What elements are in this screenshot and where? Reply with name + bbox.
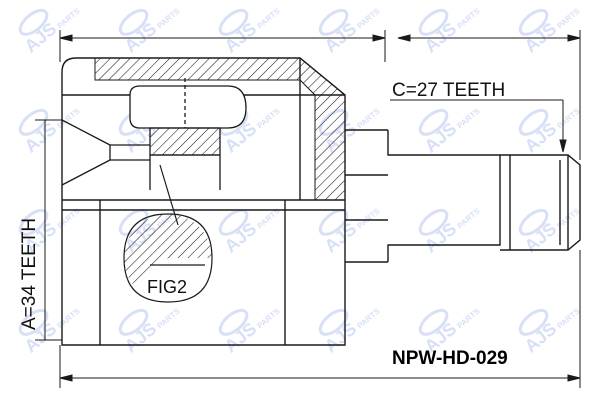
output-shaft (345, 129, 581, 263)
svg-text:AJS: AJS (421, 19, 461, 57)
svg-text:AJS: AJS (321, 319, 361, 357)
svg-text:PARTS: PARTS (555, 306, 582, 330)
svg-text:PARTS: PARTS (355, 6, 382, 30)
svg-text:AJS: AJS (21, 119, 61, 157)
svg-text:PARTS: PARTS (455, 6, 482, 30)
svg-text:PARTS: PARTS (55, 306, 82, 330)
svg-text:PARTS: PARTS (55, 6, 82, 30)
svg-text:AJS: AJS (221, 219, 261, 257)
svg-text:PARTS: PARTS (455, 206, 482, 230)
svg-text:AJS: AJS (221, 19, 261, 57)
inner-ball-cage (129, 78, 247, 190)
svg-text:AJS: AJS (421, 219, 461, 257)
svg-text:AJS: AJS (21, 19, 61, 57)
watermark-layer: AJSPARTSAJSPARTSAJSPARTSAJSPARTSAJSPARTS… (18, 6, 582, 357)
svg-text:PARTS: PARTS (55, 106, 82, 130)
left-dimension-line (35, 119, 62, 341)
svg-text:AJS: AJS (521, 219, 561, 257)
svg-text:PARTS: PARTS (255, 306, 282, 330)
svg-text:AJS: AJS (421, 119, 461, 157)
svg-text:PARTS: PARTS (455, 306, 482, 330)
teeth-a-label: A=34 TEETH (19, 218, 40, 330)
svg-text:PARTS: PARTS (355, 206, 382, 230)
svg-text:AJS: AJS (521, 319, 561, 357)
svg-text:AJS: AJS (321, 19, 361, 57)
top-dimension-line (59, 30, 581, 160)
svg-text:AJS: AJS (121, 19, 161, 57)
svg-text:AJS: AJS (521, 119, 561, 157)
svg-text:PARTS: PARTS (255, 6, 282, 30)
svg-text:AJS: AJS (521, 19, 561, 57)
svg-text:AJS: AJS (221, 319, 261, 357)
bottom-dimension-line (59, 250, 581, 388)
left-stub (61, 119, 150, 186)
fig2-detail (123, 164, 213, 303)
svg-text:PARTS: PARTS (355, 106, 382, 130)
fig2-label: FIG2 (147, 277, 187, 297)
svg-text:PARTS: PARTS (155, 6, 182, 30)
svg-text:AJS: AJS (321, 219, 361, 257)
teeth-c-label: C=27 TEETH (392, 80, 505, 101)
svg-text:PARTS: PARTS (455, 106, 482, 130)
housing-section (94, 56, 346, 201)
teeth-c-leader (390, 99, 567, 153)
svg-text:PARTS: PARTS (155, 306, 182, 330)
part-number: NPW-HD-029 (392, 348, 508, 369)
svg-text:PARTS: PARTS (355, 306, 382, 330)
svg-text:PARTS: PARTS (555, 106, 582, 130)
svg-text:PARTS: PARTS (255, 106, 282, 130)
svg-text:PARTS: PARTS (555, 6, 582, 30)
svg-text:AJS: AJS (121, 319, 161, 357)
